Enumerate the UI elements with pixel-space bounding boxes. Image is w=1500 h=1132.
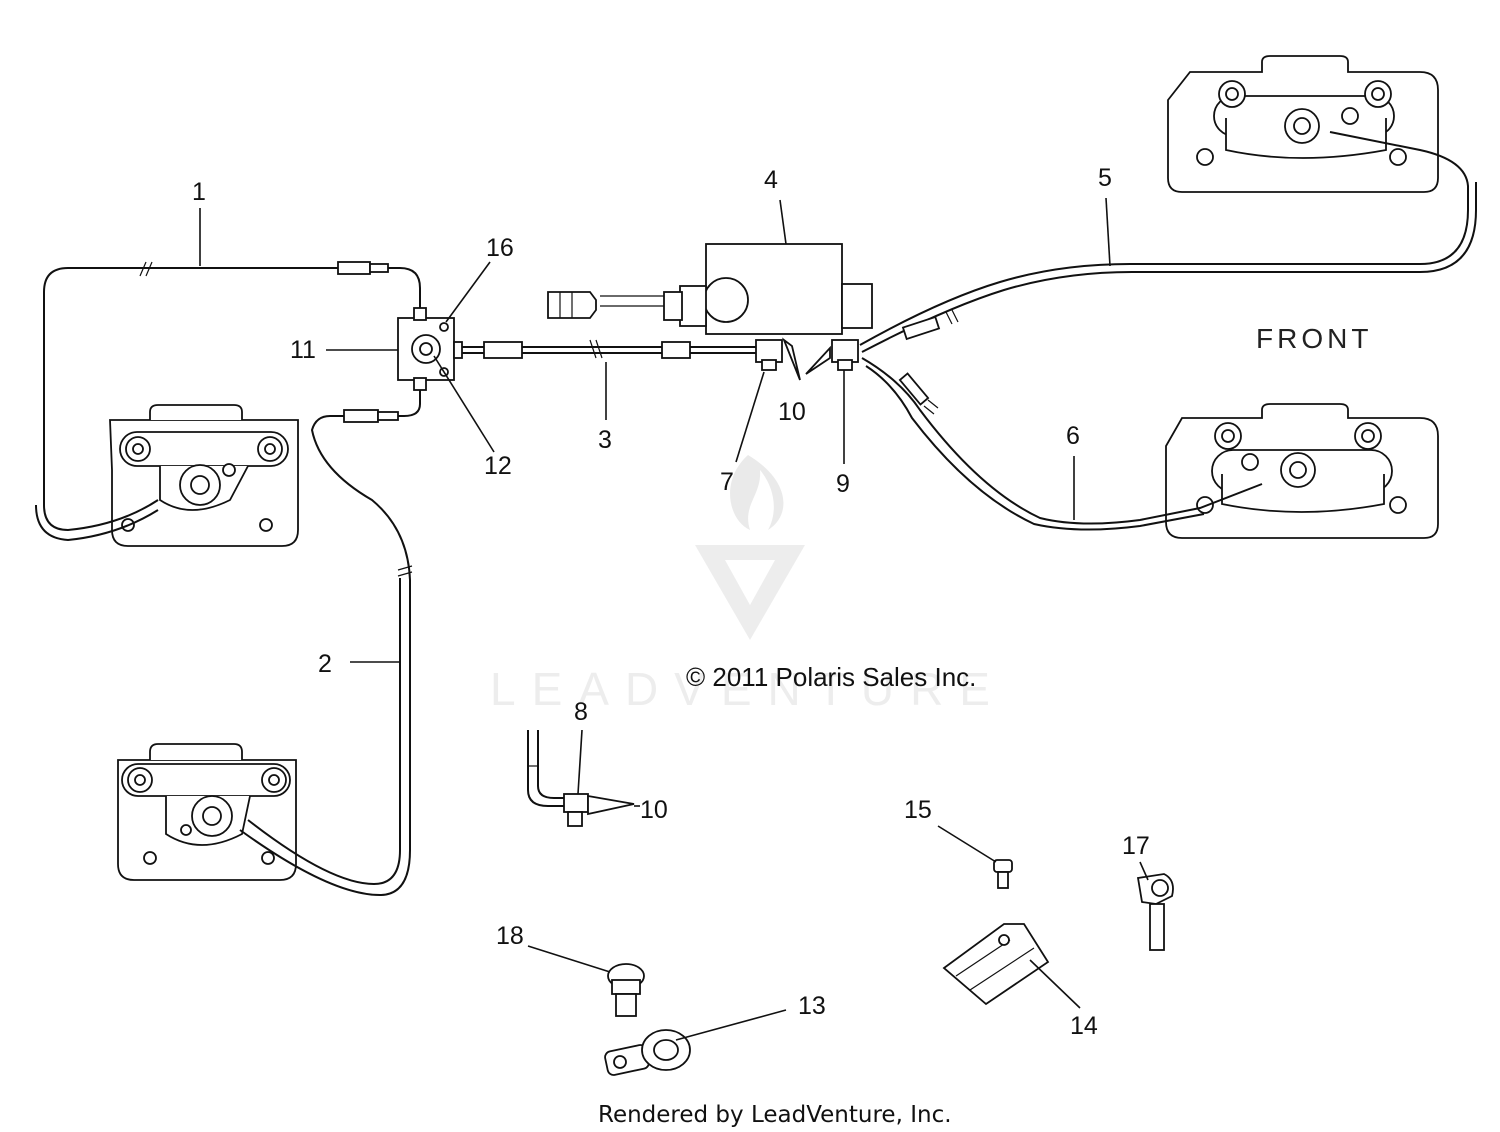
- callout-5: 5: [1098, 164, 1112, 192]
- bolt-18: [607, 963, 645, 1017]
- callout-10-lower: 10: [640, 796, 668, 824]
- right-upper-caliper: [1167, 55, 1439, 193]
- callouts: 1 2 3 4 5 6 7 8 9 10 10 11 12 13 14 15 1…: [192, 164, 1150, 1040]
- callout-8: 8: [574, 698, 588, 726]
- front-orientation-label: FRONT: [1256, 323, 1372, 354]
- callout-9: 9: [836, 470, 850, 498]
- leader-lines: [199, 197, 1149, 1041]
- callout-7: 7: [720, 468, 734, 496]
- screw-15: [993, 859, 1013, 889]
- callout-1: 1: [192, 178, 206, 206]
- callout-3: 3: [598, 426, 612, 454]
- callout-17: 17: [1122, 832, 1150, 860]
- right-lower-caliper: [1165, 403, 1439, 539]
- callout-18: 18: [496, 922, 524, 950]
- callout-13: 13: [798, 992, 826, 1020]
- callout-4: 4: [764, 166, 778, 194]
- left-lower-caliper: [117, 743, 297, 881]
- callout-10-upper: 10: [778, 398, 806, 426]
- callout-14: 14: [1070, 1012, 1098, 1040]
- master-cylinder: [547, 243, 873, 381]
- callout-16: 16: [486, 234, 514, 262]
- left-upper-caliper: [109, 404, 299, 547]
- brake-tee-block: [397, 307, 463, 391]
- callout-12: 12: [484, 452, 512, 480]
- callout-6: 6: [1066, 422, 1080, 450]
- footer-credit: Rendered by LeadVenture, Inc.: [598, 1102, 952, 1128]
- watermark-text: LEADVENTURE: [490, 663, 1006, 715]
- callout-15: 15: [904, 796, 932, 824]
- callout-2: 2: [318, 650, 332, 678]
- bracket-14: [942, 923, 1050, 1006]
- callout-11: 11: [290, 336, 316, 364]
- p-clamp-13: [604, 1029, 691, 1076]
- brake-lines: [35, 131, 1477, 897]
- banjo-fitting-detail: [527, 730, 635, 827]
- clip-17: [1136, 873, 1174, 951]
- copyright-notice: © 2011 Polaris Sales Inc.: [686, 662, 976, 692]
- leadventure-watermark: LEADVENTURE: [490, 455, 1006, 715]
